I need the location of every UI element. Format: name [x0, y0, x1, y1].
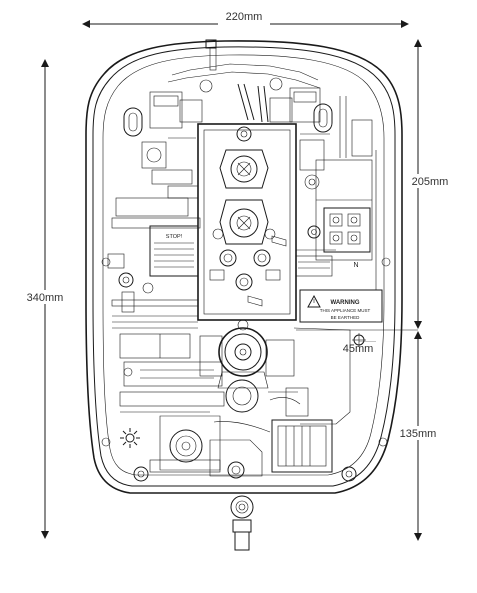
dim-width-label: 220mm	[226, 11, 263, 23]
terminal-block: N	[295, 159, 373, 277]
unit-casing	[85, 40, 403, 494]
upper-frame	[141, 63, 330, 199]
warning-line2: BE EARTHED	[331, 315, 360, 320]
dimension-width: 220mm	[82, 11, 409, 31]
right-lower-housing	[209, 327, 351, 479]
thermostat-gear	[199, 319, 309, 417]
dimension-right-lower: 135mm	[394, 331, 444, 541]
warning-label: WARNING THIS APPLIANCE MUST BE EARTHED	[299, 289, 383, 323]
dimension-offset: 45mm	[296, 329, 418, 355]
warning-line1: THIS APPLIANCE MUST	[320, 308, 371, 313]
left-panel: STOP!	[107, 197, 225, 413]
mounting-holes	[101, 103, 391, 482]
bottom-outlet	[230, 495, 254, 551]
dim-height-label: 340mm	[27, 292, 64, 304]
top-inlet	[205, 39, 217, 71]
sunburst-icon	[120, 428, 140, 448]
dimension-right-upper: 205mm	[405, 39, 455, 329]
offset-marker	[352, 333, 366, 347]
terminal-n-label: N	[353, 262, 358, 269]
dim-right-upper-label: 205mm	[412, 176, 449, 188]
stop-label: STOP!	[166, 234, 183, 240]
heater-block	[197, 123, 297, 321]
warning-title: WARNING	[331, 300, 360, 306]
dimension-height: 340mm	[18, 59, 72, 539]
dim-right-lower-label: 135mm	[400, 428, 437, 440]
flow-valve	[149, 415, 221, 473]
right-channel	[339, 96, 377, 290]
dim-offset-label: 45mm	[343, 343, 374, 355]
